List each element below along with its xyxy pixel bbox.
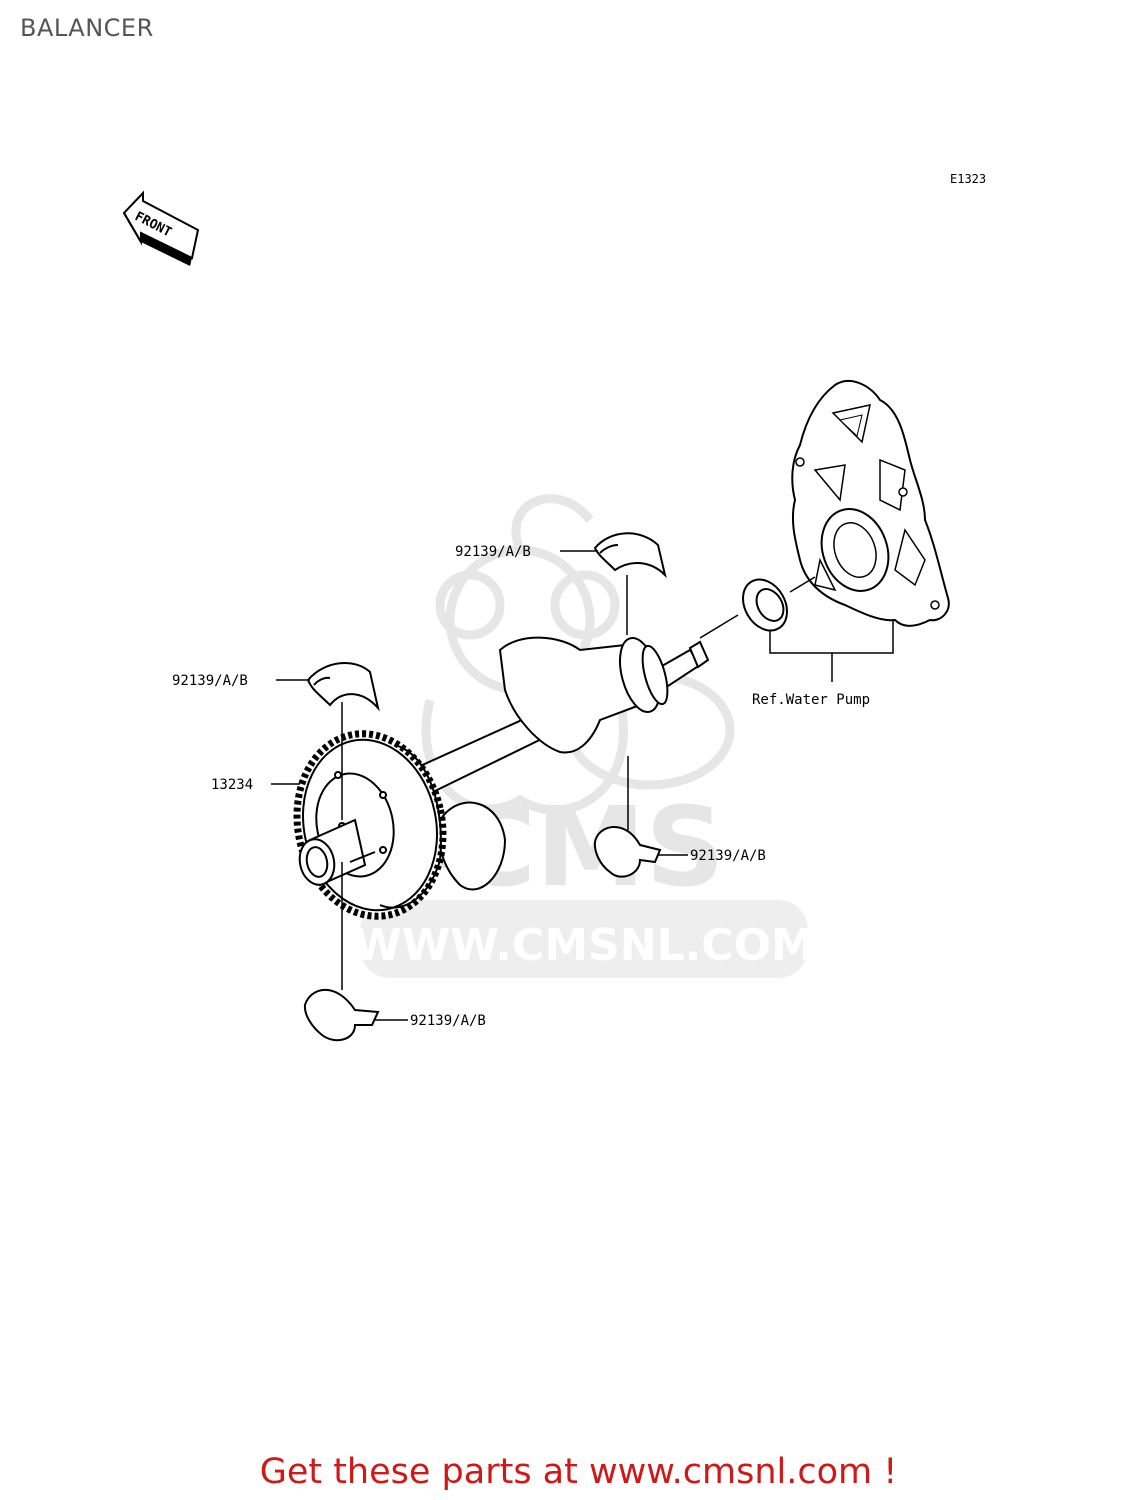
balancer-gear [293,730,447,920]
bearing-top [593,532,667,579]
footer-link[interactable]: Get these parts at www.cmsnl.com ! [259,1452,898,1492]
page-title: BALANCER [20,14,154,42]
leader-lines [271,550,894,1021]
bearing-left [306,661,380,712]
callout-bearing-bottom: 92139/A/B [410,1013,486,1029]
water-pump-cover [791,380,950,627]
callout-water-pump-ref: Ref.Water Pump [752,692,870,708]
callout-bearing-right: 92139/A/B [690,848,766,864]
watermark-url: WWW.CMSNL.COM [353,920,815,971]
bearing-right [593,826,662,878]
oil-seal [742,578,788,632]
diagram-code: E1323 [950,172,986,186]
callout-bearing-top: 92139/A/B [455,544,531,560]
front-arrow-icon: FRONT [122,190,200,266]
callout-gear: 13234 [211,777,253,793]
callout-bearing-left: 92139/A/B [172,673,248,689]
bearing-bottom [303,988,380,1042]
